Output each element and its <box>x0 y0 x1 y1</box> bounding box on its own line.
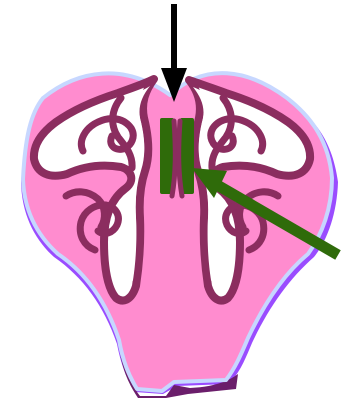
nasal-cross-section-diagram <box>0 0 341 398</box>
diagram-canvas <box>0 0 341 398</box>
